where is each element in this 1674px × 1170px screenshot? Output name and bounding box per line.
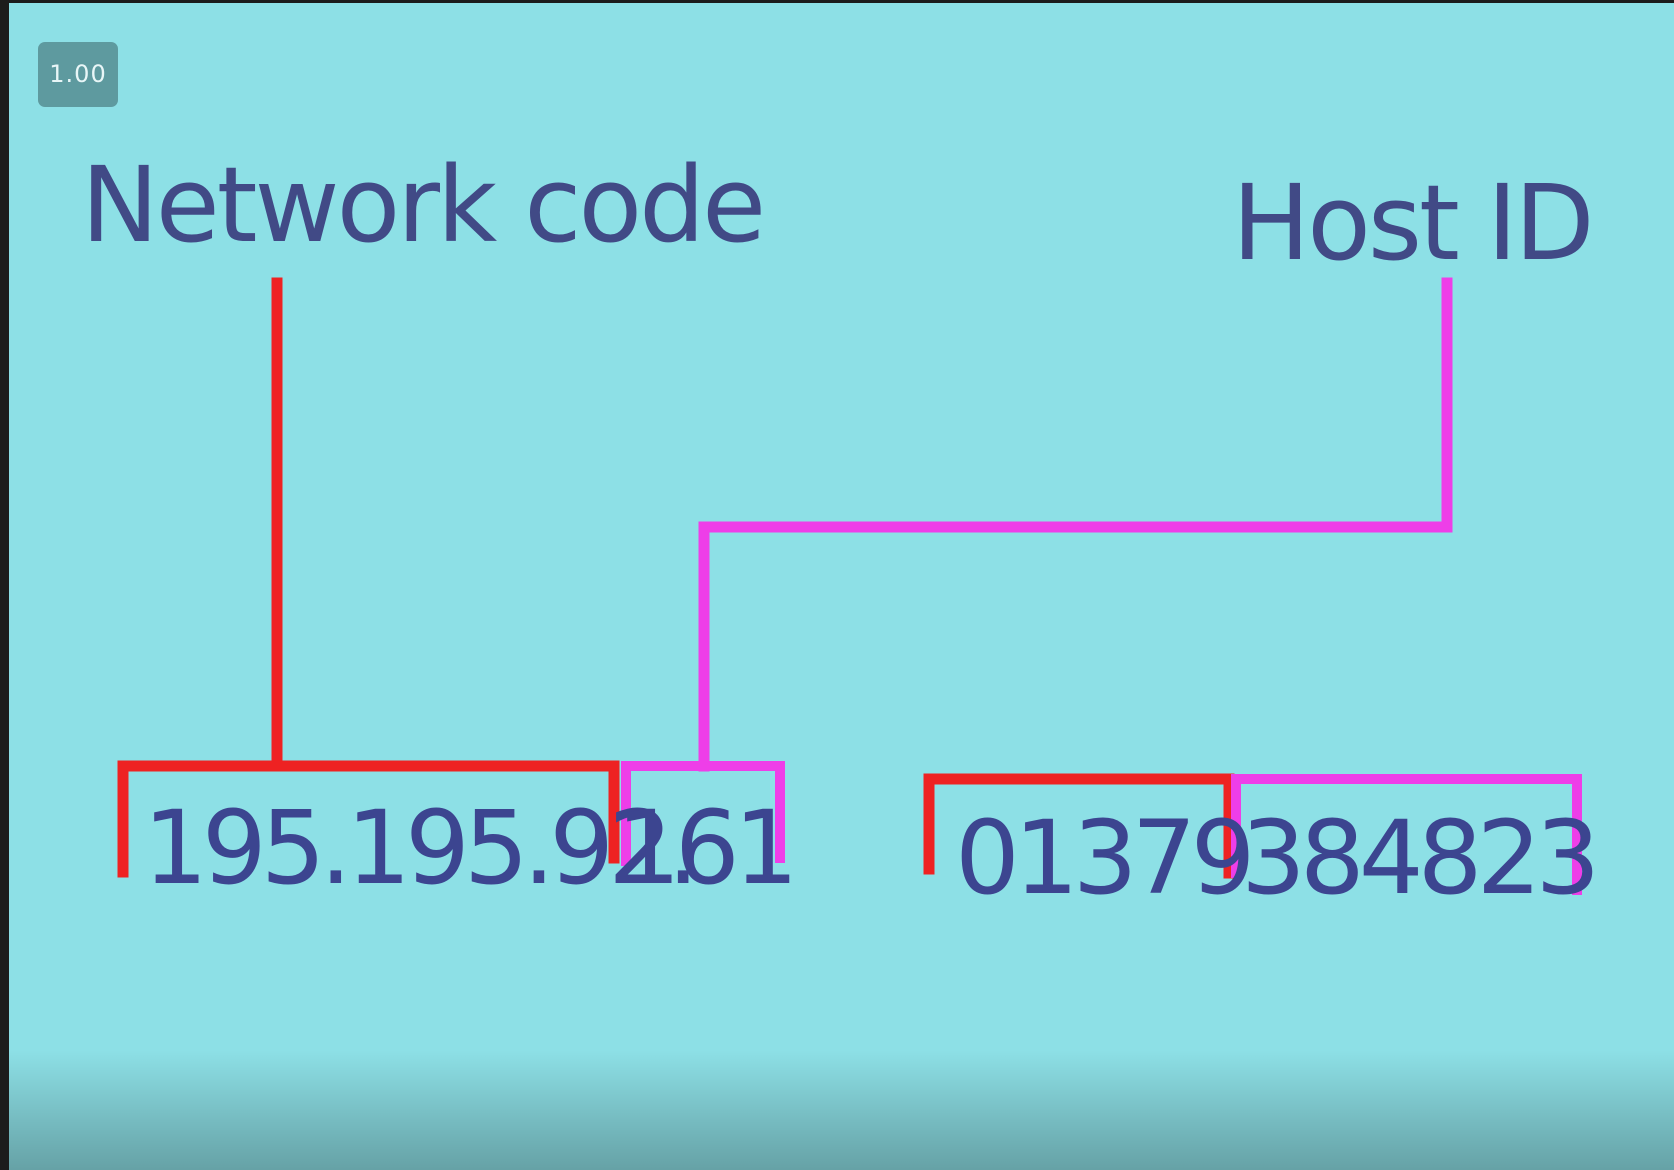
playback-speed-badge[interactable]: 1.00 — [38, 42, 118, 107]
video-frame: 1.00 Network code Host ID 195.195.92. 16… — [9, 3, 1674, 1170]
host-connector — [621, 277, 1582, 895]
network-connector — [117, 277, 1235, 879]
phone-host-bracket — [1231, 774, 1582, 895]
ip-host-bracket — [621, 761, 785, 866]
network-code-label: Network code — [81, 144, 766, 266]
phone-network-bracket — [923, 773, 1235, 879]
ip-network-part: 195.195.92. — [143, 789, 699, 908]
host-leader-line — [698, 277, 1453, 772]
ip-host-part: 161 — [616, 789, 799, 908]
phone-network-part: 01379 — [955, 799, 1255, 918]
phone-host-part: 384823 — [1241, 799, 1600, 918]
bracket-diagram — [117, 277, 1582, 895]
host-id-label: Host ID — [1232, 162, 1595, 284]
ip-network-bracket — [117, 760, 620, 878]
